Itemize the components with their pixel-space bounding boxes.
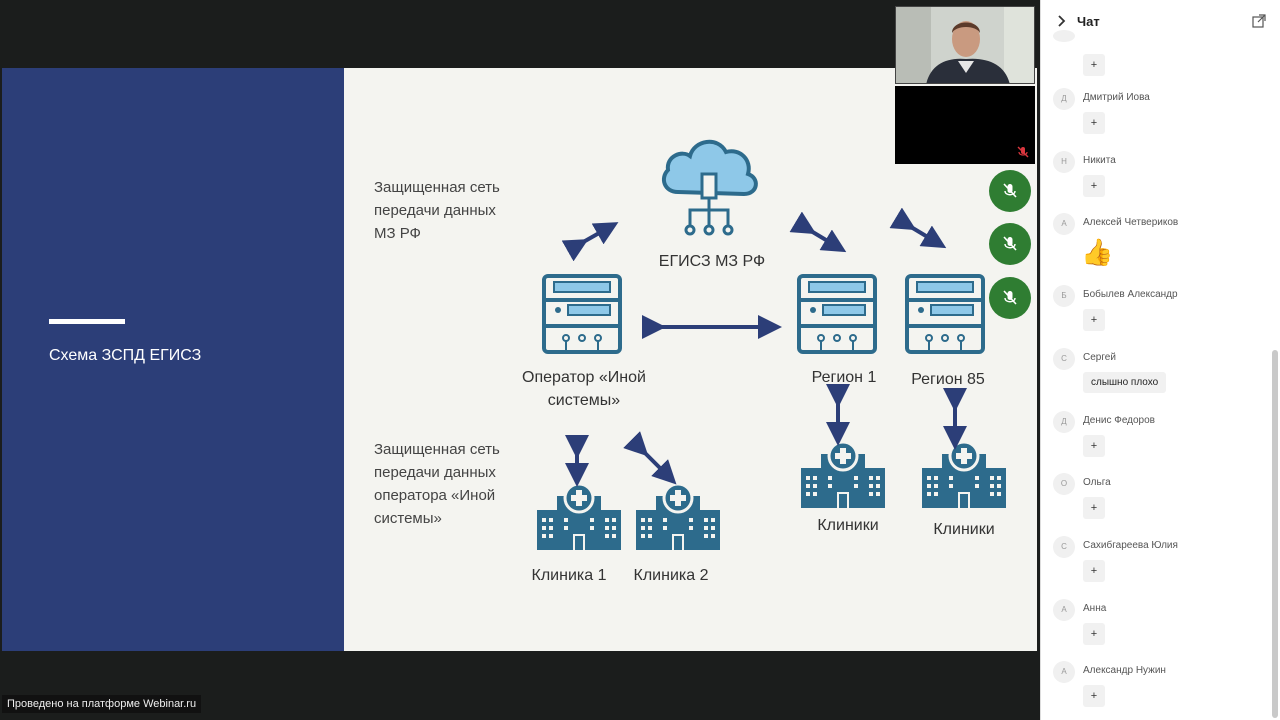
sender-name: Ольга bbox=[1083, 477, 1111, 488]
participant-mic-button[interactable] bbox=[989, 277, 1031, 319]
message-content: + bbox=[1083, 435, 1105, 457]
avatar: Б bbox=[1053, 285, 1075, 307]
message-content: + bbox=[1083, 685, 1105, 707]
diagram-graphics bbox=[535, 140, 1008, 552]
avatar bbox=[1053, 30, 1075, 42]
avatar: А bbox=[1053, 599, 1075, 621]
platform-credit[interactable]: Проведено на платформе Webinar.ru bbox=[2, 695, 202, 713]
message-content: + bbox=[1083, 497, 1105, 519]
message-content: + bbox=[1083, 175, 1105, 197]
message-content: + bbox=[1083, 623, 1105, 645]
slide-title-panel: Схема ЗСПД ЕГИСЗ bbox=[2, 68, 344, 651]
presentation-stage: Схема ЗСПД ЕГИСЗ Защищенная сеть передач… bbox=[2, 6, 1037, 713]
clinic1-label: Клиника 1 bbox=[531, 567, 607, 584]
clinics-a-label: Клиники bbox=[817, 517, 879, 534]
avatar: О bbox=[1053, 473, 1075, 495]
hospital-clinic2-icon bbox=[634, 482, 722, 552]
avatar: А bbox=[1053, 661, 1075, 683]
mic-off-icon bbox=[1003, 236, 1017, 251]
sender-name: Алексей Четвериков bbox=[1083, 217, 1179, 228]
network-diagram: Защищенная сеть передачи данных МЗ РФ За… bbox=[344, 68, 1037, 651]
sender-name: Сергей bbox=[1083, 352, 1116, 363]
cloud-label: ЕГИСЗ МЗ РФ bbox=[658, 253, 766, 270]
participant-mic-button[interactable] bbox=[989, 223, 1031, 265]
thumbs-up-emoji: 👍 bbox=[1081, 238, 1114, 268]
operator-label: Оператор «Иной системы» bbox=[522, 369, 646, 409]
chat-header: Чат bbox=[1041, 0, 1280, 42]
presentation-slide: Схема ЗСПД ЕГИСЗ Защищенная сеть передач… bbox=[2, 68, 1037, 651]
message-content: слышно плохо bbox=[1083, 372, 1167, 393]
arrow-operator-cloud bbox=[561, 222, 619, 262]
chat-title: Чат bbox=[1077, 14, 1100, 29]
avatar: Д bbox=[1053, 88, 1075, 110]
presenter-video bbox=[896, 7, 1034, 83]
avatar: Д bbox=[1053, 411, 1075, 433]
mic-off-icon bbox=[1003, 290, 1017, 305]
server-region1-icon bbox=[797, 274, 877, 354]
sender-name: Дмитрий Иова bbox=[1083, 92, 1150, 103]
region1-label: Регион 1 bbox=[811, 369, 877, 386]
clinic2-label: Клиника 2 bbox=[633, 567, 709, 584]
clinics-b-label: Клиники bbox=[933, 521, 995, 538]
arrow-operator-clinic2 bbox=[623, 431, 677, 485]
mic-off-icon bbox=[1003, 183, 1017, 198]
chat-scrollbar[interactable] bbox=[1272, 350, 1278, 718]
presenter-webcam[interactable] bbox=[895, 6, 1035, 84]
sender-name: Сахибгареева Юлия bbox=[1083, 540, 1178, 551]
server-operator-icon bbox=[542, 274, 622, 354]
sender-name: Бобылев Александр bbox=[1083, 289, 1178, 300]
mz-network-label: Защищенная сеть передачи данных МЗ РФ bbox=[374, 179, 500, 242]
sender-name: Анна bbox=[1083, 603, 1107, 614]
avatar: С bbox=[1053, 348, 1075, 370]
avatar: А bbox=[1053, 213, 1075, 235]
chevron-right-icon[interactable] bbox=[1057, 15, 1067, 27]
chat-panel: Чат + Д Дмитрий Иова + Н Никита + А Алек… bbox=[1040, 0, 1280, 720]
title-accent-bar bbox=[49, 319, 125, 324]
arrow-cloud-region85 bbox=[889, 207, 947, 249]
message-content: + bbox=[1083, 54, 1105, 76]
message-content: + bbox=[1083, 309, 1105, 331]
external-link-icon[interactable] bbox=[1252, 14, 1266, 28]
slide-title: Схема ЗСПД ЕГИСЗ bbox=[49, 347, 202, 364]
sender-name: Денис Федоров bbox=[1083, 415, 1155, 426]
cloud-icon bbox=[661, 140, 758, 236]
message-content: + bbox=[1083, 112, 1105, 134]
hospital-clinics-a-icon bbox=[799, 440, 887, 510]
avatar: Н bbox=[1053, 151, 1075, 173]
avatar: С bbox=[1053, 536, 1075, 558]
sender-name: Александр Нужин bbox=[1083, 665, 1166, 676]
sender-name: Никита bbox=[1083, 155, 1116, 166]
hospital-clinics-b-icon bbox=[920, 440, 1008, 510]
operator-network-label: Защищенная сеть передачи данных оператор… bbox=[374, 441, 500, 527]
arrow-cloud-region1 bbox=[789, 211, 847, 253]
message-content: + bbox=[1083, 560, 1105, 582]
participant-video-tile[interactable] bbox=[895, 86, 1035, 164]
mic-off-icon bbox=[1017, 146, 1029, 158]
region85-label: Регион 85 bbox=[911, 371, 985, 388]
hospital-clinic1-icon bbox=[535, 482, 623, 552]
server-region85-icon bbox=[905, 274, 985, 354]
participant-mic-button[interactable] bbox=[989, 170, 1031, 212]
